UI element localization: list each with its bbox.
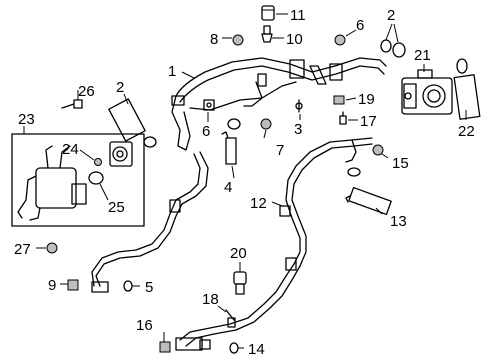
fitting [279,205,291,217]
cap-9 [67,279,79,291]
callout-11: 11 [290,7,306,24]
fitting [285,257,297,271]
oring-24 [94,158,102,166]
cap-16 [159,341,171,353]
bracket-6 [203,99,215,111]
cap-19 [333,95,345,105]
valve-10 [261,25,273,43]
nut-7 [260,118,272,130]
seal-5 [123,280,133,292]
nut-6 [334,34,346,46]
callout-20: 20 [230,245,247,262]
kit-13 [345,167,392,216]
callout-19: 19 [358,91,375,108]
inset-frame [11,133,145,227]
leader-lines [23,13,467,349]
valve-18 [225,309,236,328]
fitting [257,73,267,87]
valve-3 [295,99,303,113]
callout-6: 6 [356,17,364,34]
nut-15 [372,144,384,156]
callout-6: 6 [202,123,210,140]
seal [380,39,392,53]
callout-27: 27 [14,241,31,258]
hose-12 [175,137,373,351]
fitting [329,63,343,81]
nut-27 [46,242,58,254]
callout-2: 2 [116,79,124,96]
callout-10: 10 [286,31,303,48]
callout-8: 8 [210,31,218,48]
callout-18: 18 [202,291,219,308]
callout-4: 4 [224,179,232,196]
callout-9: 9 [48,277,56,294]
end-fitting [175,337,203,351]
callout-12: 12 [250,195,267,212]
block-21 [401,69,453,115]
end-fitting [199,339,211,350]
callout-25: 25 [108,199,125,216]
fitting [289,59,305,79]
nut-8 [232,34,244,46]
callout-17: 17 [360,113,377,130]
callout-16: 16 [136,317,153,334]
callout-2: 2 [387,7,395,24]
callout-3: 3 [294,121,302,138]
callout-22: 22 [458,123,475,140]
sensor-20 [233,271,247,295]
callout-15: 15 [392,155,409,172]
callout-labels: 1 2 2 3 4 5 6 6 7 8 9 10 11 12 13 14 15 … [14,7,475,358]
callout-14: 14 [248,341,265,358]
callout-23: 23 [18,111,35,128]
callout-1: 1 [168,63,176,80]
callout-24: 24 [62,141,79,158]
oring-22 [453,58,481,120]
accumulator-box [11,133,145,227]
seal-14 [229,342,239,354]
cap-11 [261,5,275,21]
oring-25 [88,171,104,185]
bolt-26 [61,99,83,109]
callout-13: 13 [390,213,407,230]
callout-7: 7 [276,142,284,159]
valve-24 [109,141,133,167]
lower-left-hose [91,151,209,293]
end-fitting [91,281,109,293]
valve-17 [339,111,347,125]
kit-4 [221,118,241,165]
callout-26: 26 [78,83,95,100]
callout-5: 5 [145,279,153,296]
seal-pack-2 [108,98,157,148]
callout-21: 21 [414,47,431,64]
seal [392,42,406,58]
fitting [169,199,181,213]
fitting [171,95,185,106]
